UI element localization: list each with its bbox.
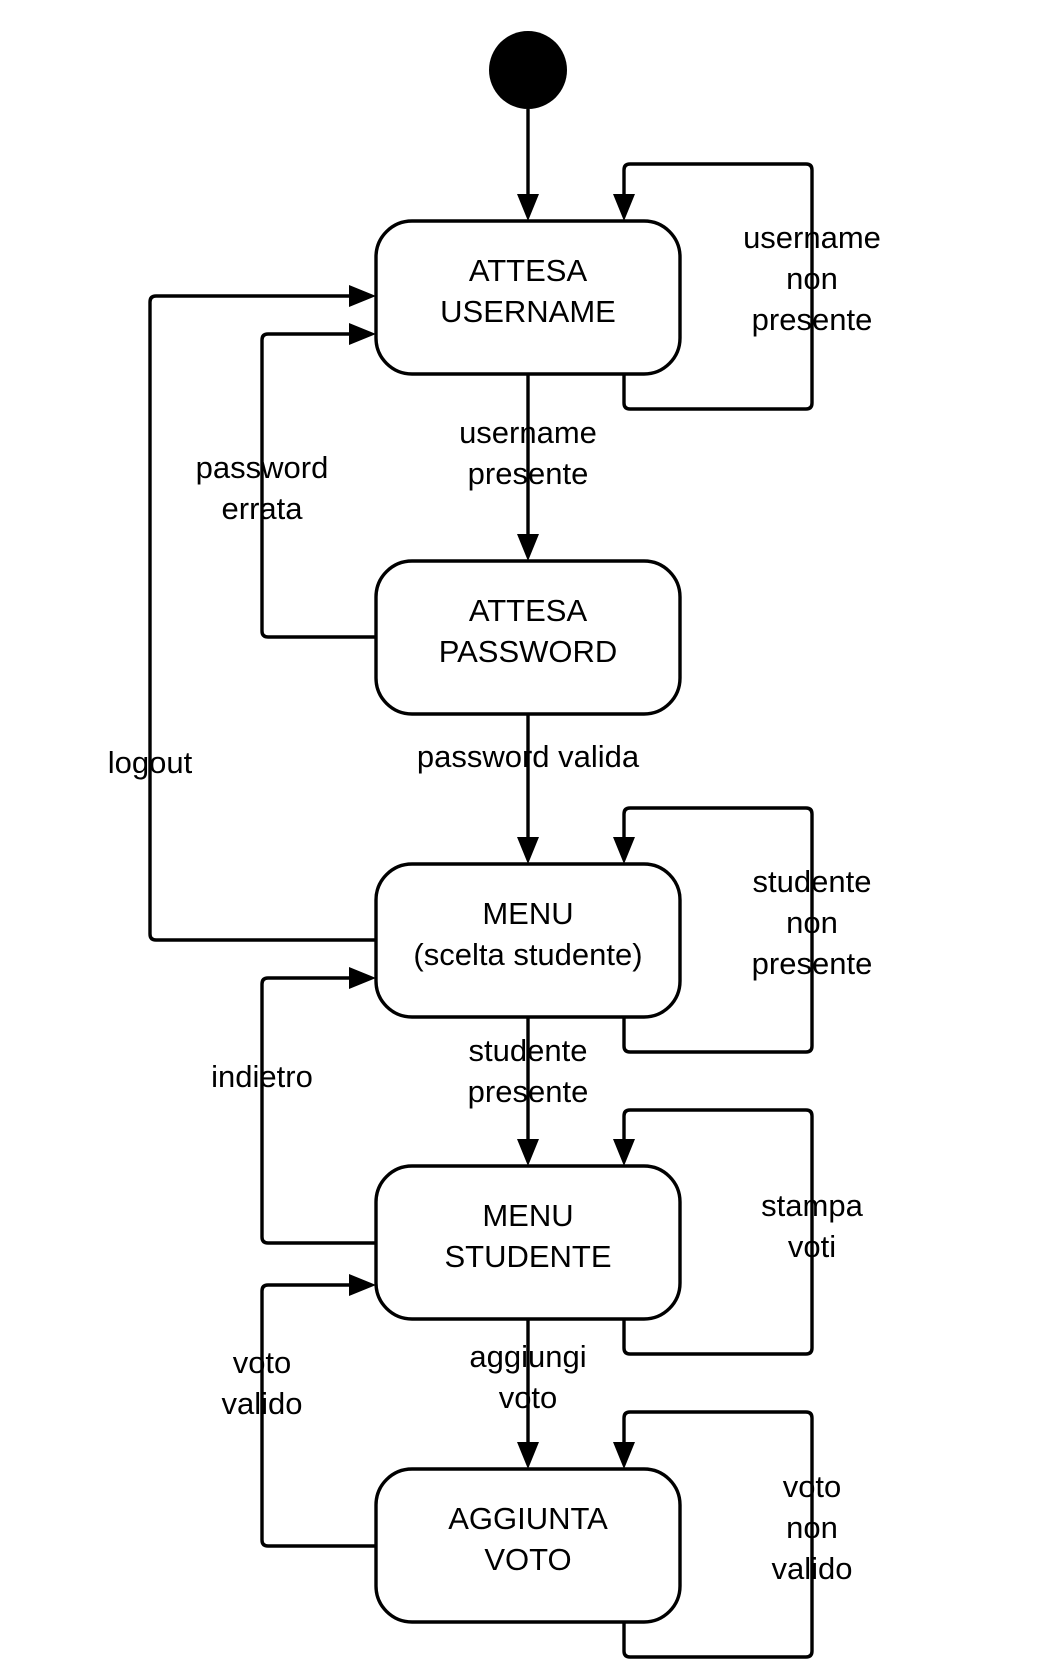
arrowhead-icon: [349, 967, 376, 989]
edge-label-stampa-voti: stampa: [761, 1188, 863, 1223]
edge-label-username-presente: username: [459, 415, 597, 450]
edge-label-voto-non-valido: non: [786, 1510, 838, 1545]
state-label: ATTESA: [469, 593, 588, 628]
edge-indietro: [260, 976, 376, 1245]
arrowhead-icon: [517, 194, 539, 221]
arrowhead-icon: [517, 534, 539, 561]
edge-label-username-non-presente: presente: [752, 302, 873, 337]
edge-label-aggiungi-voto: voto: [499, 1380, 558, 1415]
edge-label-voto-valido: valido: [222, 1386, 303, 1421]
arrowhead-icon: [613, 1442, 635, 1469]
arrowhead-icon: [613, 194, 635, 221]
edge-password-errata: [260, 332, 376, 639]
state-label: VOTO: [484, 1542, 571, 1577]
edge-label-studente-presente: presente: [468, 1074, 589, 1109]
arrowhead-icon: [517, 1442, 539, 1469]
state-label: AGGIUNTA: [448, 1501, 608, 1536]
state-label: STUDENTE: [444, 1239, 611, 1274]
state-label: PASSWORD: [439, 634, 618, 669]
arrowhead-icon: [349, 285, 376, 307]
edge-username-non-presente: [622, 162, 814, 411]
edge-logout: [148, 294, 376, 942]
edge-label-indietro: indietro: [211, 1059, 313, 1094]
edge-label-voto-non-valido: voto: [783, 1469, 842, 1504]
state-label: USERNAME: [440, 294, 616, 329]
edge-label-password-errata: password: [196, 450, 329, 485]
edge-label-username-non-presente: username: [743, 220, 881, 255]
edge-label-studente-non-presente: studente: [753, 864, 872, 899]
initial-state-icon: [489, 31, 567, 109]
edge-voto-non-valido: [622, 1410, 814, 1659]
edge-label-studente-presente: studente: [469, 1033, 588, 1068]
state-label: ATTESA: [469, 253, 588, 288]
arrowhead-icon: [613, 1139, 635, 1166]
edge-studente-non-presente: [622, 806, 814, 1054]
state-label: MENU: [482, 1198, 573, 1233]
edge-stampa-voti: [622, 1108, 814, 1356]
edge-voto-valido: [260, 1283, 376, 1548]
arrowhead-icon: [613, 837, 635, 864]
arrowhead-icon: [517, 837, 539, 864]
arrowhead-icon: [349, 323, 376, 345]
state-label: MENU: [482, 896, 573, 931]
edge-label-username-presente: presente: [468, 456, 589, 491]
edge-label-password-errata: errata: [222, 491, 304, 526]
edge-label-logout: logout: [108, 745, 193, 780]
edge-label-studente-non-presente: non: [786, 905, 838, 940]
edge-label-stampa-voti: voti: [788, 1229, 836, 1264]
arrowhead-icon: [517, 1139, 539, 1166]
state-label: (scelta studente): [413, 937, 642, 972]
arrowhead-icon: [349, 1274, 376, 1296]
edge-label-voto-valido: voto: [233, 1345, 292, 1380]
edge-label-aggiungi-voto: aggiungi: [469, 1339, 586, 1374]
edge-label-username-non-presente: non: [786, 261, 838, 296]
edge-label-voto-non-valido: valido: [772, 1551, 853, 1586]
edge-label-password-valida: password valida: [417, 739, 640, 774]
edge-label-studente-non-presente: presente: [752, 946, 873, 981]
